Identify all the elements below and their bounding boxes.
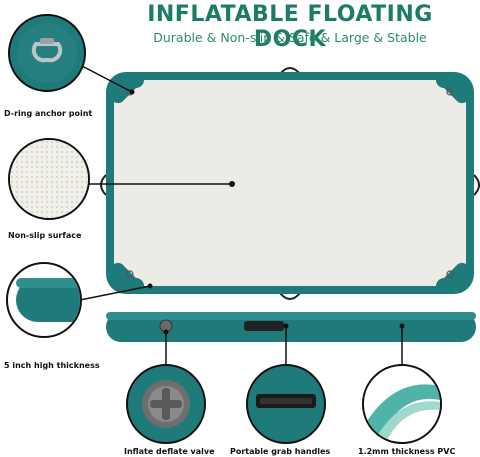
corner-patch-br	[436, 262, 466, 286]
corner-patch-tr	[436, 80, 466, 104]
dock-top-view	[100, 67, 480, 300]
label-non-slip: Non-slip surface	[8, 231, 82, 240]
bottom-handle	[279, 292, 301, 300]
left-handle	[100, 174, 107, 196]
label-handles: Portable grab handles	[230, 447, 331, 456]
detail-handles	[246, 364, 326, 444]
detail-d-ring	[8, 14, 86, 92]
label-pvc: 1.2mm thickness PVC	[358, 447, 456, 456]
texture-pattern-icon	[10, 140, 88, 218]
d-ring-icon	[17, 23, 77, 83]
dock-side-view	[106, 312, 476, 342]
pvc-layers-icon	[364, 384, 440, 442]
valve-icon	[142, 380, 190, 428]
detail-valve	[126, 364, 206, 444]
dock-edge-icon	[16, 278, 80, 322]
label-thickness: 5 inch high thickness	[4, 361, 100, 370]
corner-patch-bl	[114, 262, 144, 286]
right-handle	[473, 174, 480, 196]
label-d-ring: D-ring anchor point	[4, 109, 93, 118]
handle-icon	[256, 394, 316, 408]
detail-thickness	[6, 262, 82, 338]
page-title: INFLATABLE FLOATING DOCK	[147, 2, 433, 52]
dock-surface	[114, 80, 466, 286]
detail-non-slip	[8, 138, 90, 220]
leader-lines	[79, 65, 403, 368]
detail-pvc	[362, 364, 442, 444]
label-valve: Inflate deflate valve	[124, 447, 215, 456]
page-subtitle: Durable & Non-slip & Safe & Large & Stab…	[153, 30, 427, 45]
